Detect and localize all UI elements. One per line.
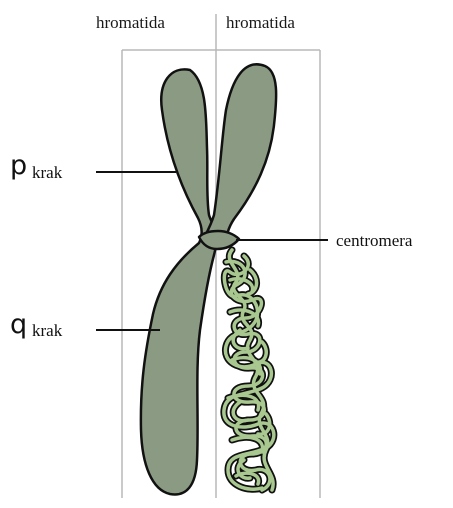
q-arm-letter: q xyxy=(10,309,27,340)
centromere xyxy=(199,231,239,249)
decondensed-chromatin xyxy=(224,250,274,490)
left-chromatid xyxy=(141,69,218,494)
p-arm-letter: p xyxy=(10,150,27,181)
q-arm-word: krak xyxy=(32,321,63,340)
right-chromatid-upper xyxy=(203,64,276,247)
chromatid-label-right: hromatida xyxy=(226,13,295,32)
centromere-label: centromera xyxy=(336,231,413,250)
p-arm-word: krak xyxy=(32,163,63,182)
chromatid-label-left: hromatida xyxy=(96,13,165,32)
